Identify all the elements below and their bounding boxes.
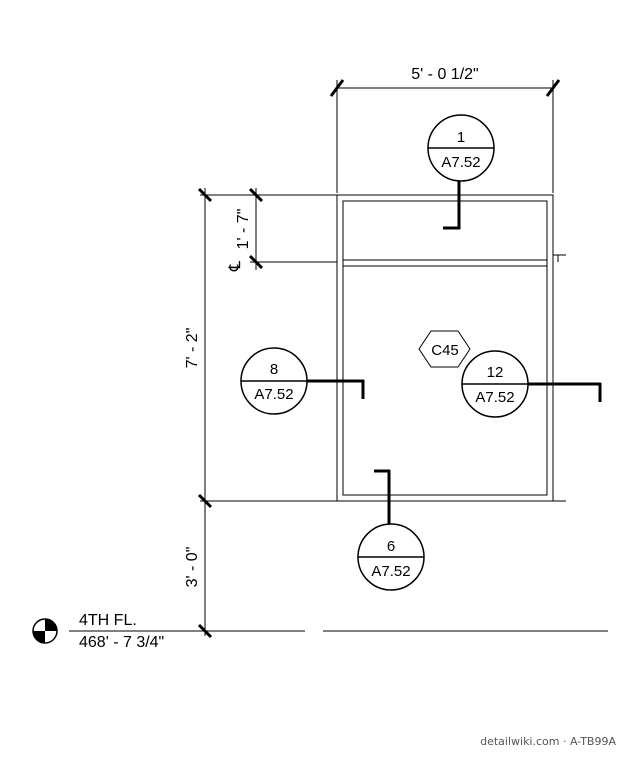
section-tag-right[interactable]: 12 A7.52 [461, 350, 602, 418]
left-upper-dimension-label: 1' - 7" [235, 209, 252, 250]
centerline-symbol: ℄ [227, 260, 244, 272]
casework-tag-label: C45 [431, 342, 459, 359]
section-number-top: 1 [457, 129, 465, 146]
top-width-dimension [329, 79, 561, 193]
level-marker [32, 618, 180, 644]
cabinet-frame [336, 194, 566, 502]
level-name: 4TH FL. [79, 612, 137, 629]
section-sheet-top: A7.52 [441, 154, 480, 171]
watermark: detailwiki.com · A-TB99A [480, 735, 616, 748]
section-number-left: 8 [270, 361, 278, 378]
section-number-bottom: 6 [387, 538, 395, 555]
section-number-right: 12 [487, 364, 504, 381]
top-width-label: 5' - 0 1/2" [411, 66, 478, 83]
section-tag-bottom[interactable]: 6 A7.52 [357, 469, 425, 591]
section-sheet-left: A7.52 [254, 386, 293, 403]
left-middle-dimension-label: 7' - 2" [184, 328, 201, 369]
section-sheet-bottom: A7.52 [371, 563, 410, 580]
section-tag-top[interactable]: 1 A7.52 [427, 114, 495, 230]
section-sheet-right: A7.52 [475, 389, 514, 406]
left-dimension-lines [197, 187, 337, 639]
left-lower-dimension-label: 3' - 0" [184, 547, 201, 588]
level-elevation: 468' - 7 3/4" [79, 634, 164, 651]
casework-tag[interactable]: C45 [418, 330, 471, 368]
section-tag-left[interactable]: 8 A7.52 [240, 347, 365, 415]
